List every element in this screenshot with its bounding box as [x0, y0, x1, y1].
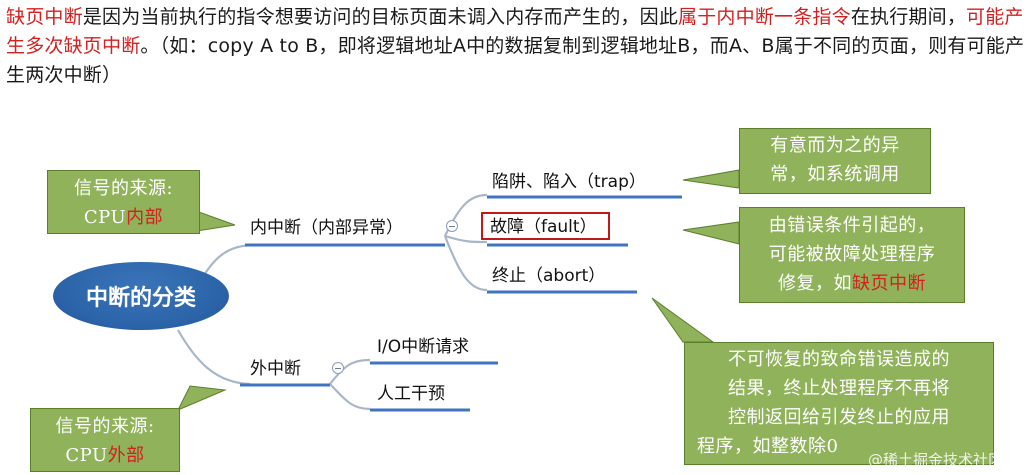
external-word: 外部	[107, 445, 145, 466]
callout-source-internal: 信号的来源: CPU内部	[47, 170, 200, 234]
pointer-source-external	[176, 385, 227, 411]
collapse-external-icon[interactable]	[332, 362, 344, 374]
callout-source-internal-line1: 信号的来源:	[73, 178, 174, 199]
abort-note-line2: 结果，终止处理程序不再将	[728, 378, 950, 399]
callout-abort-note: 不可恢复的致命错误造成的 结果，终止处理程序不再将 控制返回给引发终止的应用 程…	[684, 342, 994, 465]
trap-note-line1: 有意而为之的异	[770, 135, 900, 156]
node-abort: 终止（abort）	[492, 266, 606, 286]
fault-note-line3: 修复，如缺页中断	[740, 269, 964, 298]
pointer-abort-note	[651, 297, 715, 343]
term-multiple-page-faults: 可能产生多次缺页中断	[6, 6, 1024, 57]
fault-note-line2: 可能被故障处理程序	[768, 244, 936, 265]
fault-note-prefix: 修复，如	[778, 273, 852, 294]
connector-root-external	[177, 329, 251, 386]
callout-trap-note: 有意而为之的异 常，如系统调用	[739, 128, 931, 194]
trap-note-line2: 常，如系统调用	[770, 164, 900, 185]
cpu-label: CPU	[83, 207, 127, 228]
abort-note-line3: 控制返回给引发终止的应用	[728, 407, 950, 428]
connector-internal-fault	[444, 234, 488, 244]
term-internal-one-instruction: 属于内中断一条指令	[678, 6, 851, 28]
node-external-interrupt: 外中断	[250, 359, 301, 379]
intro-text-3: 。（如：copy A to B，即将逻辑地址A中的数据复制到逻辑地址B，而A、B…	[6, 35, 1025, 86]
callout-source-external-line2: CPU外部	[31, 441, 179, 470]
connector-internal-abort	[443, 235, 488, 292]
fault-note-line1: 由错误条件引起的，	[768, 215, 936, 236]
intro-text-1: 是因为当前执行的指令想要访问的目标页面未调入内存而产生的，因此	[82, 6, 679, 28]
node-fault: 故障（fault）	[490, 217, 597, 237]
abort-note-line4: 程序，如整数除0	[697, 436, 839, 457]
pointer-trap-note	[682, 169, 740, 189]
intro-paragraph: 缺页中断是因为当前执行的指令想要访问的目标页面未调入内存而产生的，因此属于内中断…	[6, 3, 1032, 90]
pointer-fault-note	[682, 221, 740, 245]
node-manual-intervention: 人工干预	[377, 384, 445, 404]
connector-external-io	[329, 358, 371, 385]
internal-word: 内部	[126, 207, 164, 228]
watermark: @稀土掘金技术社区	[868, 451, 1004, 469]
callout-fault-note: 由错误条件引起的， 可能被故障处理程序 修复，如缺页中断	[739, 207, 965, 303]
fault-highlight-box	[481, 212, 610, 240]
root-node: 中断的分类	[53, 262, 229, 330]
intro-text-2: 在执行期间，	[850, 6, 967, 28]
term-page-fault: 缺页中断	[6, 6, 83, 28]
callout-source-external: 信号的来源: CPU外部	[30, 408, 180, 472]
abort-note-line1: 不可恢复的致命错误造成的	[728, 349, 950, 370]
cpu-label: CPU	[65, 445, 108, 466]
callout-source-internal-line2: CPU内部	[48, 203, 199, 232]
fault-note-page-fault: 缺页中断	[852, 273, 926, 294]
node-trap: 陷阱、陷入（trap）	[492, 172, 646, 192]
node-io-request: I/O中断请求	[377, 337, 470, 357]
node-internal-interrupt: 内中断（内部异常）	[250, 218, 403, 238]
collapse-internal-icon[interactable]	[446, 220, 458, 232]
connector-external-manual	[329, 383, 371, 411]
callout-source-external-line1: 信号的来源:	[55, 416, 155, 437]
